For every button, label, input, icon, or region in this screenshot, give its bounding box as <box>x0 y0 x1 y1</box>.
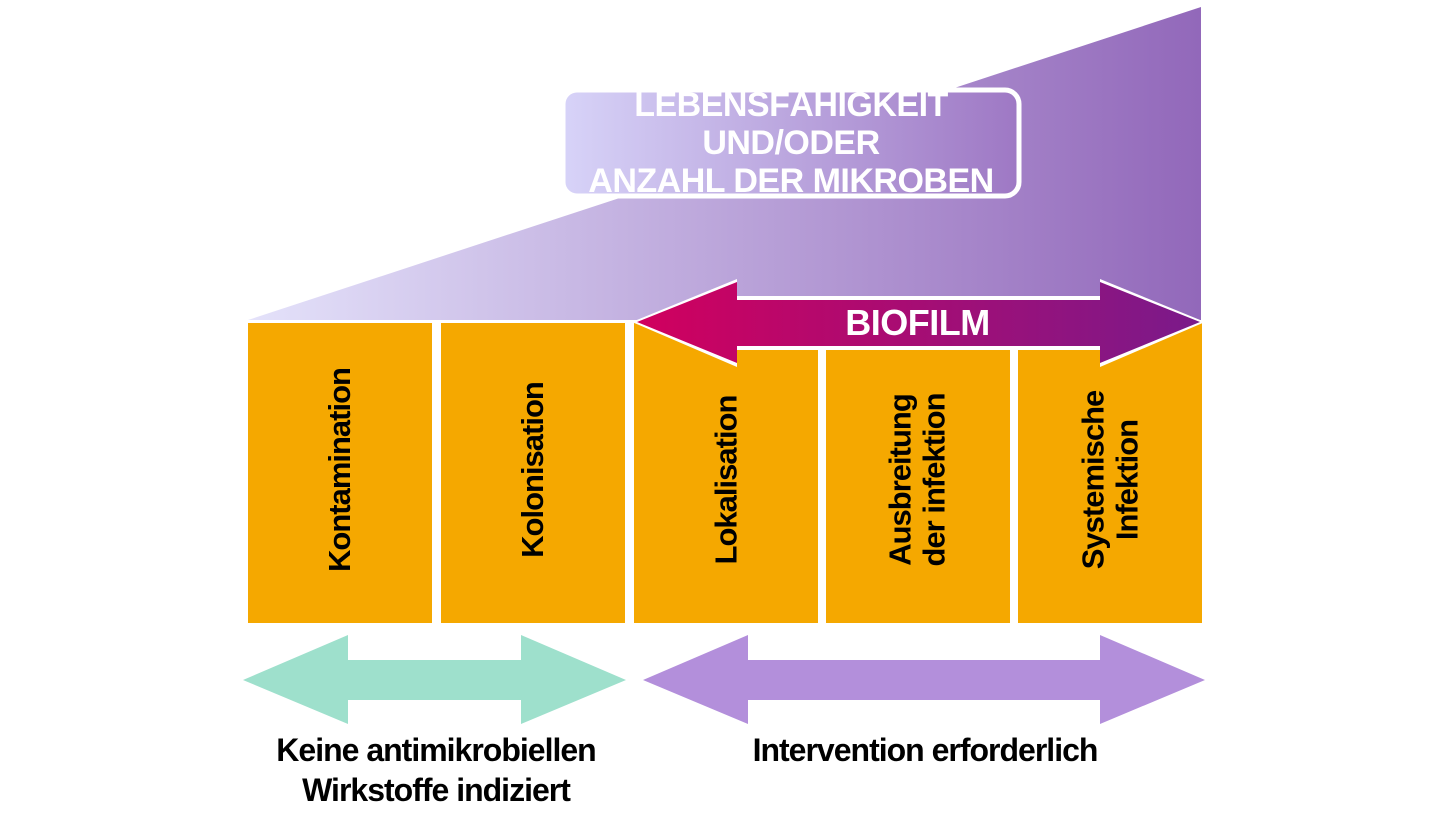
stage-label-colonisation: Kolonisation <box>515 382 550 558</box>
stage-box-systemic <box>1018 323 1202 623</box>
stage-label-contamination: Kontamination <box>322 368 357 572</box>
intervention-arrow <box>643 635 1205 724</box>
stage-box-spread <box>826 323 1010 623</box>
stage-box-contamination <box>248 323 432 623</box>
viability-label-box <box>560 87 1022 199</box>
stage-label-systemic: Systemische Infektion <box>1075 390 1144 570</box>
caption-no-antimicrobials: Keine antimikrobiellen Wirkstoffe indizi… <box>276 732 596 808</box>
stage-box-localisation <box>634 323 818 623</box>
biofilm-label: BIOFILM <box>845 302 990 343</box>
biofilm-arrow <box>637 282 1200 363</box>
caption-intervention-required: Intervention erforderlich <box>752 732 1099 768</box>
no-antimicrobials-arrow <box>243 635 626 724</box>
viability-label: LEBENSFÄHIGKEIT UND/ODER ANZAHL DER MIKR… <box>588 86 994 200</box>
stage-label-localisation: Lokalisation <box>708 395 743 565</box>
stage-label-spread: Ausbreitung der infektion <box>882 393 952 567</box>
stage-box-colonisation <box>441 323 625 623</box>
